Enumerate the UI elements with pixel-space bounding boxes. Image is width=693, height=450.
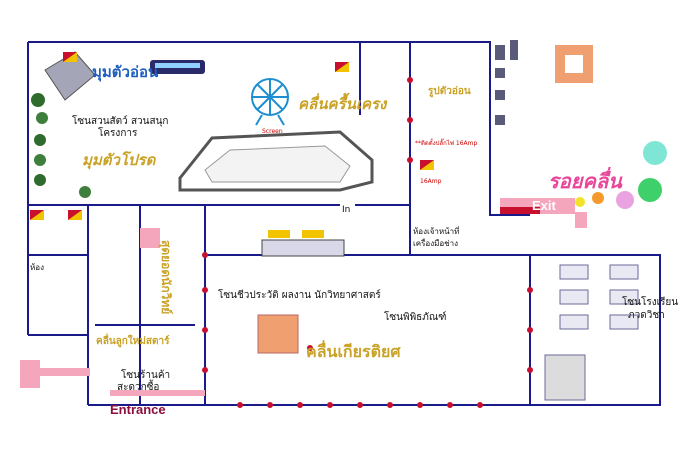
decorative-balloons bbox=[575, 141, 667, 209]
entrance-band bbox=[20, 360, 40, 388]
markers bbox=[202, 77, 533, 408]
walls bbox=[27, 41, 661, 406]
exit-sign: Exit bbox=[532, 198, 556, 213]
zone-project-label: โครงการ bbox=[98, 128, 138, 139]
in-sign: In bbox=[342, 205, 351, 215]
logo-rooptuaon: รูปตัวอ่อน bbox=[428, 86, 471, 97]
chairs-top bbox=[495, 40, 518, 125]
zone-shop-label: โซนร้านค้า bbox=[121, 370, 171, 381]
amp-label: 16Amp bbox=[420, 178, 442, 185]
trees-left bbox=[31, 93, 91, 198]
logo-roikleun: รอยคลื่น bbox=[548, 169, 622, 193]
tool-room-label: เครื่องมือช่าง bbox=[413, 239, 458, 248]
stage-platform bbox=[257, 314, 299, 354]
zone-biography-label: โซนชีวประวัติ ผลงาน นักวิทยาศาสตร์ bbox=[218, 290, 381, 301]
zone-physics-label: ภวดวิชา bbox=[628, 310, 665, 321]
zone-museum-label: โซนพิพิธภัณฑ์ bbox=[384, 312, 447, 323]
zone-convenience-label: สะดวกซื้อ bbox=[117, 382, 160, 393]
room-label: ห้อง bbox=[30, 263, 44, 272]
school-booths bbox=[544, 264, 639, 401]
train-graphic bbox=[150, 60, 205, 74]
logo-klunkreunkreng: คลื่นครื้นเครง bbox=[298, 95, 387, 113]
screen-label: Screen bbox=[262, 128, 283, 135]
logo-kleunkiatiyot: คลื่นเกียรติยศ bbox=[306, 342, 401, 361]
logo-mumtuaprod: มุมตัวโปรด bbox=[82, 151, 156, 169]
booth-flags bbox=[30, 52, 434, 238]
staff-room-label: ห้องเจ้าหน้าที่ bbox=[413, 227, 460, 236]
zone-school-label: โซนโรงเรียน bbox=[622, 297, 679, 308]
ferris-wheel bbox=[251, 78, 289, 126]
logo-kleunlukmai: คลื่นลูกใหม่สตาร์ bbox=[96, 336, 170, 347]
logo-sutsapanarn: สุดยอดนักวิทย์ bbox=[159, 240, 173, 315]
zone-zoo-label: โซนสวนสัตว์ สวนสนุก bbox=[72, 116, 169, 127]
logo-mumtuaion: มุมตัวอ่อน bbox=[92, 63, 159, 81]
amp-rack bbox=[261, 239, 345, 257]
entrance-sign: Entrance bbox=[110, 402, 166, 417]
power-note: **ติดตั้งปลั๊กไฟ 16Amp bbox=[415, 140, 478, 147]
